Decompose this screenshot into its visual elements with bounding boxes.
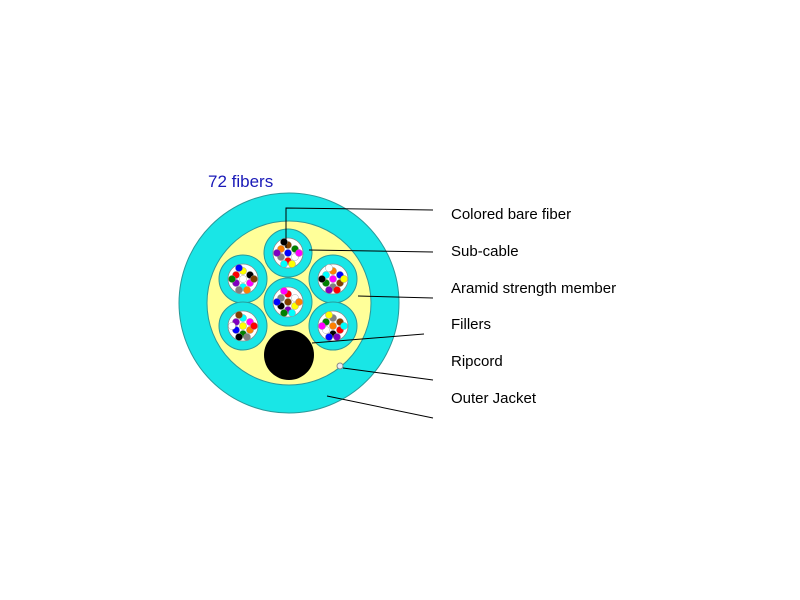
colored-fiber [288,260,296,268]
colored-fiber [228,275,236,283]
colored-fiber [340,275,348,283]
colored-fiber [284,249,292,257]
fiber-count-title: 72 fibers [208,172,274,191]
colored-fiber [329,322,337,330]
sub-cable [308,301,358,351]
colored-fiber [280,260,288,268]
colored-fiber [333,333,341,341]
colored-fiber [284,298,292,306]
colored-fiber [280,309,288,317]
colored-fiber [239,275,247,283]
colored-fiber [295,298,303,306]
leader-line-colored-bare-fiber [285,207,434,248]
leader-line-fillers [311,333,425,344]
filler [264,330,314,380]
sub-cable [218,301,268,351]
label-sub-cable: Sub-cable [451,243,519,260]
colored-fiber [295,249,303,257]
colored-fiber [239,322,247,330]
sub-cable [263,277,313,327]
colored-fiber [333,286,341,294]
colored-fiber [288,309,296,317]
label-fillers: Fillers [451,316,491,333]
colored-fiber [250,275,258,283]
leader-line-ripcord [342,367,434,381]
leader-line-aramid [357,295,434,299]
colored-fiber [243,286,251,294]
leader-line-sub-cable [308,249,434,253]
colored-fiber [325,311,333,319]
colored-fiber [228,322,236,330]
colored-fiber [318,322,326,330]
colored-fiber [273,298,281,306]
label-ripcord: Ripcord [451,353,503,370]
colored-fiber [325,264,333,272]
colored-fiber [280,238,288,246]
sub-cable [308,254,358,304]
label-outer-jacket: Outer Jacket [451,390,537,407]
leader-line-outer-jacket [326,395,434,419]
colored-fiber [243,333,251,341]
colored-fiber [235,286,243,294]
colored-fiber [280,287,288,295]
colored-fiber [340,322,348,330]
colored-fiber [325,333,333,341]
colored-fiber [235,311,243,319]
colored-fiber [318,275,326,283]
colored-fiber [250,322,258,330]
ripcord [336,362,344,370]
colored-fiber [273,249,281,257]
colored-fiber [325,286,333,294]
colored-fiber [329,275,337,283]
label-aramid-strength-member: Aramid strength member [451,280,617,297]
sub-cable [218,254,268,304]
colored-fiber [235,264,243,272]
colored-fiber [235,333,243,341]
sub-cable [263,228,313,278]
label-colored-bare-fiber: Colored bare fiber [451,206,572,223]
